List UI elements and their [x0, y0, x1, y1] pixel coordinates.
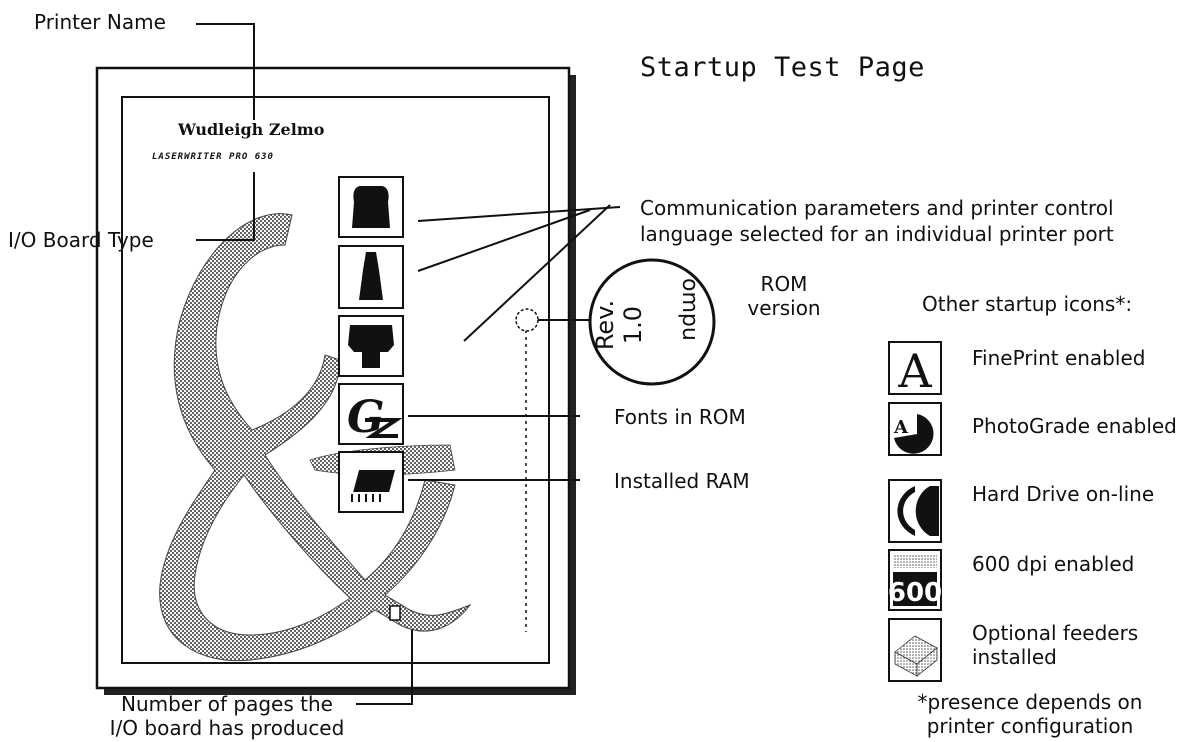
feeder-icon — [888, 618, 942, 682]
comm-leader-1 — [417, 206, 621, 222]
rom-magnifier-text-2: ompu — [677, 278, 702, 341]
pages-leader — [356, 630, 413, 705]
io-board-leader — [196, 172, 255, 241]
printer-name-callout: Printer Name — [34, 10, 166, 34]
svg-text:A: A — [893, 417, 909, 438]
rom-version-line2: version — [747, 296, 821, 320]
rom-detail-spot — [515, 308, 539, 332]
communication-callout-line1: Communication parameters and printer con… — [640, 196, 1114, 220]
rom-magnifier-text-1: Rev. 1.0 — [591, 299, 647, 351]
test-page-printer-name: Wudleigh Zelmo — [178, 120, 325, 139]
page-inner-frame — [121, 96, 550, 664]
photograde-label: PhotoGrade enabled — [972, 414, 1177, 438]
svg-text:A: A — [897, 344, 932, 398]
feeder-label-line1: Optional feeders — [972, 621, 1139, 645]
fonts-rom-icon: G — [338, 383, 404, 445]
leader-lines — [196, 23, 621, 705]
hard-drive-label: Hard Drive on-line — [972, 482, 1155, 506]
comm-leader-3 — [463, 204, 611, 342]
communication-callout-line2: language selected for an individual prin… — [640, 222, 1114, 246]
ram-chip-icon — [338, 451, 404, 513]
hard-drive-icon — [888, 479, 942, 543]
io-board-callout: I/O Board Type — [8, 228, 154, 252]
photograde-icon: A — [888, 402, 942, 456]
fonts-in-rom-callout: Fonts in ROM — [614, 405, 746, 429]
test-page-board-type: LASERWRITER PRO 630 — [152, 152, 274, 162]
printer-name-leader — [196, 23, 255, 120]
page-count-icon — [389, 605, 401, 621]
fineprint-label: FinePrint enabled — [972, 346, 1146, 370]
other-icons-heading: Other startup icons*: — [922, 292, 1133, 316]
rom-magnifier — [588, 258, 716, 386]
port-icon-3 — [338, 315, 404, 377]
rom-version-callout: ROM version — [744, 272, 824, 320]
footnote-line1: *presence depends on — [917, 690, 1143, 714]
pages-callout-line1: Number of pages the — [121, 692, 333, 716]
fineprint-icon: A — [888, 341, 942, 398]
svg-text:600: 600 — [888, 578, 942, 608]
pages-callout-line2: I/O board has produced — [109, 716, 345, 740]
feeder-label-line2: installed — [972, 645, 1057, 669]
page-title: Startup Test Page — [640, 52, 925, 83]
footnote-line2: printer configuration — [926, 714, 1134, 738]
footnote: *presence depends on printer configurati… — [880, 690, 1180, 738]
installed-ram-callout: Installed RAM — [614, 469, 750, 493]
rom-version-line1: ROM — [760, 272, 808, 296]
comm-leader-2 — [417, 209, 591, 272]
port-icon-1 — [338, 176, 404, 238]
port-icon-2 — [338, 245, 404, 309]
dpi-600-icon: 600 — [888, 549, 942, 611]
dpi-600-label: 600 dpi enabled — [972, 552, 1135, 576]
